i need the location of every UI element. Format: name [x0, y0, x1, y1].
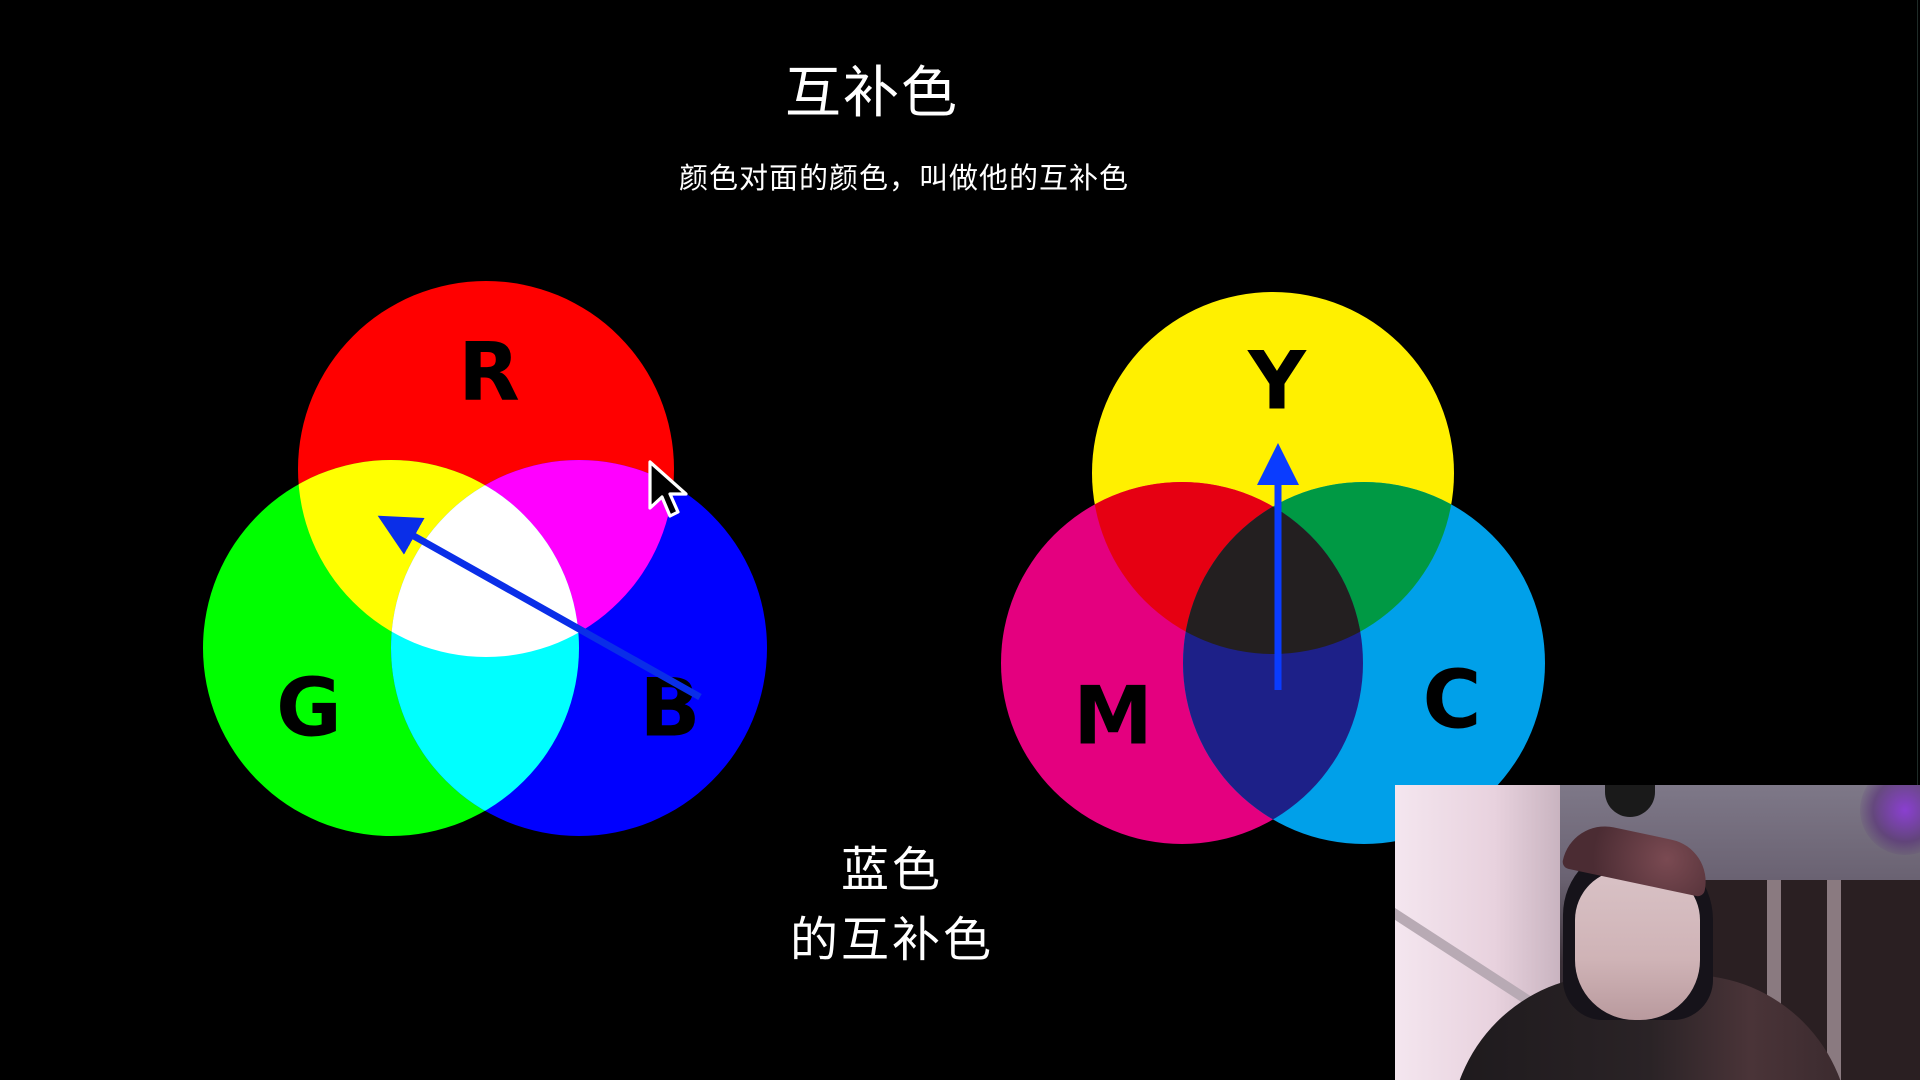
- webcam-feed: [1395, 785, 1920, 1080]
- slide-subtitle: 颜色对面的颜色，叫做他的互补色: [678, 161, 1129, 195]
- mouse-cursor-icon: [648, 460, 688, 518]
- cmy-venn-diagram: Y M C: [1001, 292, 1545, 844]
- rgb-venn-diagram: R G B: [203, 281, 767, 836]
- caption-line-2: 的互补色: [789, 912, 994, 968]
- label-g: G: [276, 662, 342, 755]
- edge-line: [1917, 0, 1918, 1080]
- label-r: R: [458, 326, 520, 419]
- label-b: B: [640, 662, 701, 755]
- complement-arrow-blue-to-yellow: [377, 515, 702, 701]
- white-center: [391, 460, 579, 657]
- label-y: Y: [1247, 335, 1307, 428]
- webcam-door-stripe: [1827, 880, 1841, 1080]
- presenter-face: [1575, 870, 1700, 1020]
- slide-title: 互补色: [785, 61, 959, 126]
- black-center: [1183, 482, 1363, 654]
- label-c: C: [1423, 654, 1482, 747]
- caption-line-1: 蓝色: [840, 842, 943, 898]
- label-m: M: [1073, 670, 1153, 763]
